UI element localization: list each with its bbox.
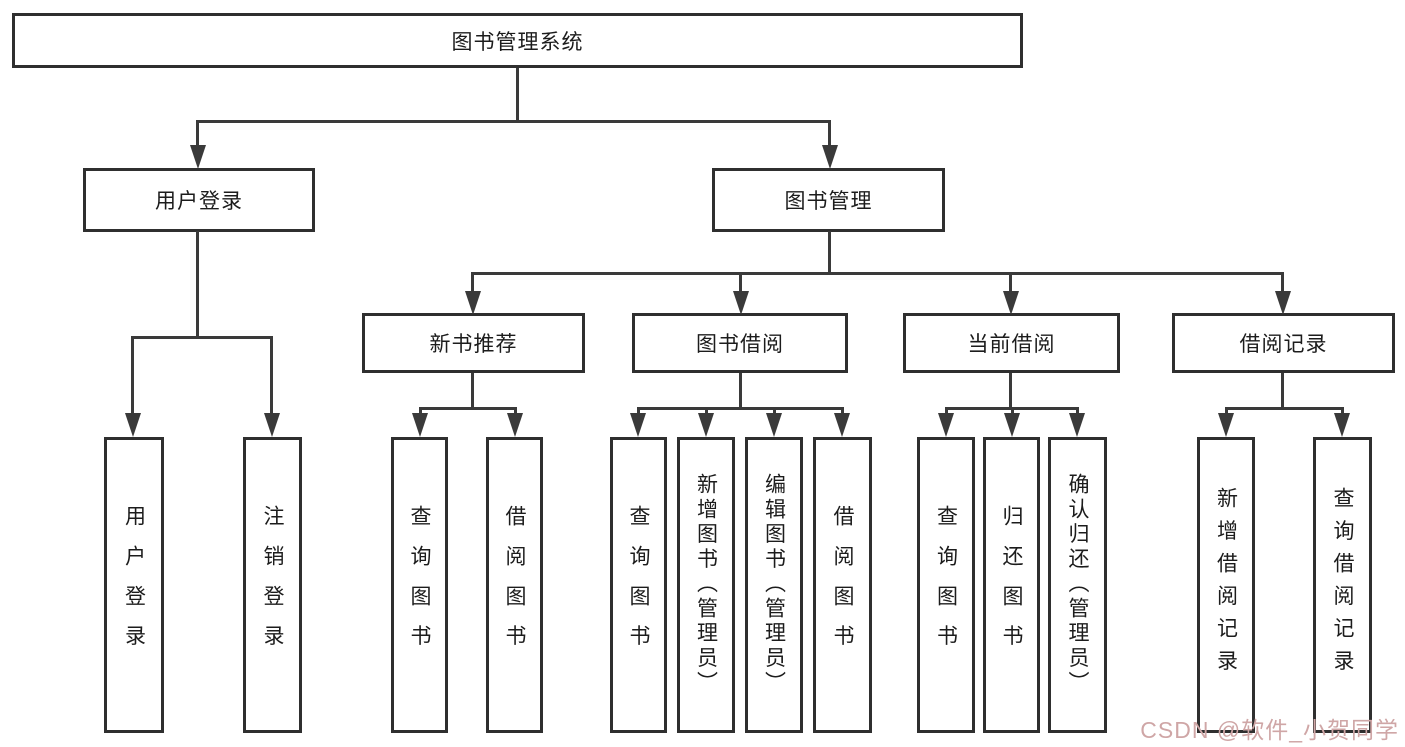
connector: [841, 407, 844, 417]
connector: [196, 231, 199, 338]
connector: [131, 336, 134, 415]
connector: [471, 272, 474, 293]
connector: [945, 407, 948, 417]
leaf-add-borrow-record: 新增借阅记录: [1197, 437, 1255, 733]
leaf-add-books-admin: 新增图书（管理员）: [677, 437, 735, 733]
node-user-login: 用户登录: [83, 168, 315, 232]
arrowhead-icon: [1003, 291, 1019, 315]
connector: [773, 407, 776, 417]
arrowhead-icon: [125, 413, 141, 437]
arrowhead-icon: [1069, 413, 1085, 437]
leaf-add-books-admin-label: 新增图书（管理员）: [694, 473, 718, 697]
arrowhead-icon: [834, 413, 850, 437]
leaf-query-books-current: 查询图书: [917, 437, 975, 733]
connector: [1011, 407, 1014, 417]
leaf-query-books-borrow: 查询图书: [610, 437, 667, 733]
leaf-confirm-return-admin: 确认归还（管理员）: [1048, 437, 1107, 733]
leaf-query-borrow-record-label: 查询借阅记录: [1331, 487, 1354, 683]
connector: [637, 407, 844, 410]
leaf-query-books-recommend: 查询图书: [391, 437, 448, 733]
connector: [1281, 373, 1284, 409]
node-new-book-recommend: 新书推荐: [362, 313, 585, 373]
arrowhead-icon: [1218, 413, 1234, 437]
leaf-logout-label: 注销登录: [261, 505, 284, 665]
leaf-add-borrow-record-label: 新增借阅记录: [1214, 487, 1238, 683]
leaf-query-books-borrow-label: 查询图书: [627, 505, 650, 665]
node-user-login-label: 用户登录: [155, 190, 243, 213]
leaf-return-books-label: 归还图书: [1000, 505, 1023, 665]
connector: [196, 120, 831, 123]
connector: [637, 407, 640, 417]
node-borrow-records-label: 借阅记录: [1239, 333, 1328, 356]
node-current-borrow: 当前借阅: [903, 313, 1120, 373]
connector: [514, 407, 517, 417]
arrowhead-icon: [698, 413, 714, 437]
arrowhead-icon: [465, 291, 481, 315]
node-book-management: 图书管理: [712, 168, 945, 232]
arrowhead-icon: [733, 291, 749, 315]
connector: [419, 407, 517, 410]
node-root: 图书管理系统: [12, 13, 1023, 68]
leaf-borrow-books: 借阅图书: [813, 437, 872, 733]
watermark: CSDN @软件_小贺同学: [1140, 717, 1399, 743]
connector: [739, 272, 742, 293]
arrowhead-icon: [1275, 291, 1291, 315]
node-book-borrow: 图书借阅: [632, 313, 848, 373]
arrowhead-icon: [1004, 413, 1020, 437]
leaf-logout: 注销登录: [243, 437, 302, 733]
arrowhead-icon: [938, 413, 954, 437]
connector: [1076, 407, 1079, 417]
node-current-borrow-label: 当前借阅: [967, 333, 1056, 356]
node-root-label: 图书管理系统: [451, 30, 584, 54]
connector: [1225, 407, 1344, 410]
arrowhead-icon: [507, 413, 523, 437]
connector: [270, 336, 273, 415]
arrowhead-icon: [264, 413, 280, 437]
leaf-borrow-books-recommend-label: 借阅图书: [503, 505, 526, 665]
leaf-borrow-books-label: 借阅图书: [831, 505, 854, 665]
leaf-edit-books-admin-label: 编辑图书（管理员）: [762, 473, 786, 697]
arrowhead-icon: [630, 413, 646, 437]
connector: [1225, 407, 1228, 417]
connector: [739, 373, 742, 409]
arrowhead-icon: [1334, 413, 1350, 437]
connector: [828, 120, 831, 147]
connector: [516, 68, 519, 123]
node-book-management-label: 图书管理: [784, 190, 873, 213]
connector: [471, 272, 1284, 275]
connector: [196, 120, 199, 147]
leaf-edit-books-admin: 编辑图书（管理员）: [745, 437, 803, 733]
arrowhead-icon: [766, 413, 782, 437]
connector: [1341, 407, 1344, 417]
leaf-confirm-return-admin-label: 确认归还（管理员）: [1066, 473, 1089, 697]
connector: [705, 407, 708, 417]
leaf-query-books-recommend-label: 查询图书: [408, 505, 431, 665]
leaf-borrow-books-recommend: 借阅图书: [486, 437, 543, 733]
connector: [131, 336, 273, 339]
leaf-user-login: 用户登录: [104, 437, 164, 733]
leaf-return-books: 归还图书: [983, 437, 1040, 733]
leaf-query-books-current-label: 查询图书: [934, 505, 958, 665]
connector: [1009, 373, 1012, 409]
leaf-user-login-label: 用户登录: [122, 505, 146, 665]
arrowhead-icon: [412, 413, 428, 437]
arrowhead-icon: [822, 145, 838, 169]
connector: [419, 407, 422, 417]
leaf-query-borrow-record: 查询借阅记录: [1313, 437, 1372, 733]
connector: [471, 373, 474, 409]
arrowhead-icon: [190, 145, 206, 169]
node-borrow-records: 借阅记录: [1172, 313, 1395, 373]
connector: [1281, 272, 1284, 293]
connector: [1009, 272, 1012, 293]
node-book-borrow-label: 图书借阅: [696, 333, 784, 356]
connector: [828, 231, 831, 274]
node-new-book-recommend-label: 新书推荐: [429, 333, 518, 356]
